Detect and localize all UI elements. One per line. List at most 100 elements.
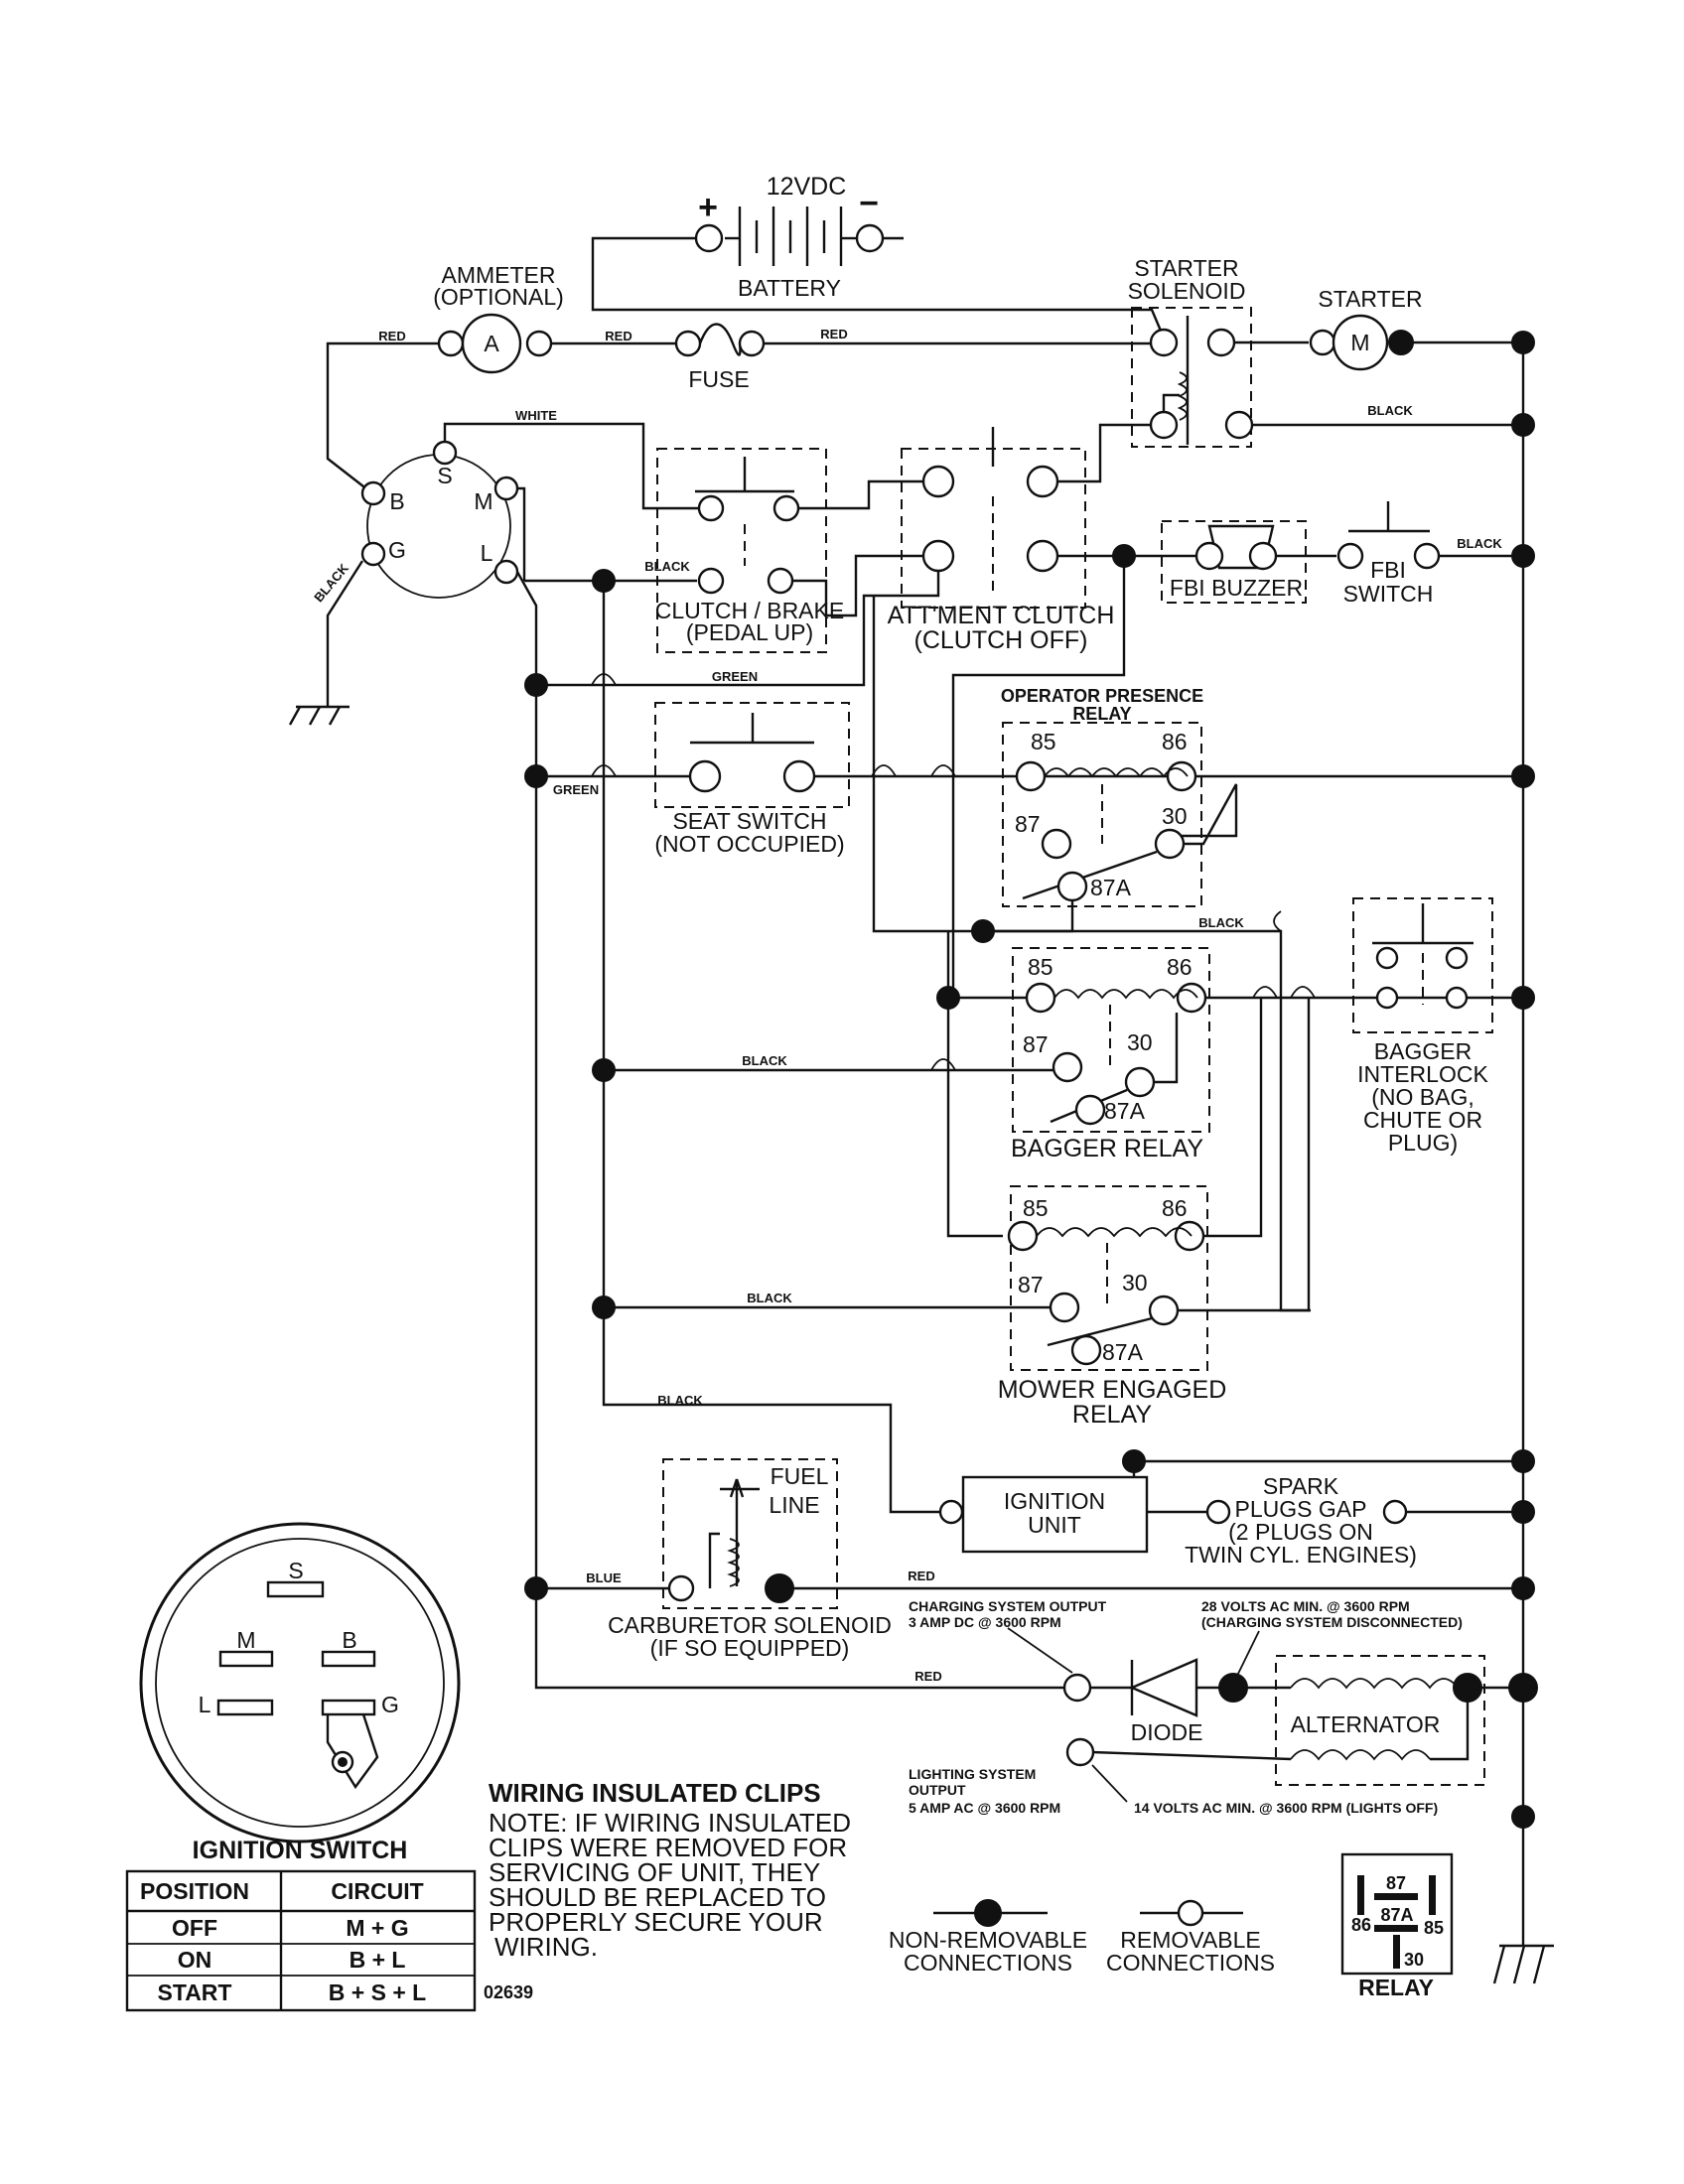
bagger-down-wire: [946, 998, 1003, 1238]
battery-plus-sign: +: [698, 189, 718, 226]
wire-label-black-g: BLACK: [311, 560, 351, 605]
legend-nonremovable-1: NON-REMOVABLE: [889, 1927, 1087, 1953]
switch-terminal-b: B: [389, 488, 404, 514]
table-cell-position: OFF: [172, 1915, 217, 1941]
attment-left-wire: [536, 571, 940, 687]
carb-label-2: (IF SO EQUIPPED): [650, 1635, 850, 1661]
bus-junction-4: [1511, 764, 1535, 788]
wire-label-red-3: RED: [820, 327, 847, 341]
table-cell-position: ON: [178, 1947, 212, 1973]
switch-g-black-wire: [326, 560, 364, 707]
interlock-line-5: PLUG): [1388, 1130, 1458, 1156]
starter-symbol: M: [1350, 330, 1369, 355]
bus-junction-2: [1511, 413, 1535, 437]
table-header-position: POSITION: [140, 1878, 249, 1904]
l-bus-junction-1: [524, 673, 548, 697]
ground-symbol-left: [288, 705, 350, 726]
carb-label-1: CARBURETOR SOLENOID: [608, 1612, 892, 1638]
note-line-3: SERVICING OF UNIT, THEY: [489, 1857, 820, 1887]
wire-label-black-bagger: BLACK: [742, 1053, 787, 1068]
opr-left-wire: [872, 596, 983, 933]
interlock-line-1: BAGGER: [1374, 1038, 1472, 1064]
relay-key-86: 86: [1351, 1915, 1371, 1935]
ammeter-title: AMMETER: [442, 262, 556, 288]
detail-terminal-l: L: [199, 1692, 211, 1717]
clutch-brake-switch: CLUTCH / BRAKE (PEDAL UP): [655, 448, 844, 653]
wire-label-green-1: GREEN: [712, 669, 758, 684]
ignition-switch-detail: S M B L G: [139, 1522, 461, 1843]
opr-t86: 86: [1162, 729, 1188, 754]
bagger-30-wire: [1154, 1013, 1179, 1084]
detail-terminal-m: M: [236, 1627, 255, 1653]
battery-voltage: 12VDC: [767, 173, 847, 201]
operator-presence-relay: OPERATOR PRESENCE RELAY 85 86 87 30 87A: [1001, 686, 1203, 907]
table-cell-circuit: B + S + L: [329, 1979, 426, 2005]
charging-terminal: [1062, 1673, 1092, 1703]
starter-label: STARTER: [1318, 286, 1422, 312]
opr-t87a: 87A: [1090, 875, 1132, 900]
fuel-line-label-1: FUEL: [771, 1463, 829, 1489]
wire-label-blue: BLUE: [586, 1570, 622, 1585]
switch-l-wire: [515, 571, 1072, 1690]
note-line-5: PROPERLY SECURE YOUR: [489, 1907, 823, 1937]
wire-label-black-solenoid: BLACK: [1367, 403, 1413, 418]
ignition-unit-label-2: UNIT: [1028, 1512, 1081, 1538]
lighting-output-1: LIGHTING SYSTEM: [909, 1766, 1036, 1782]
legend-removable-1: REMOVABLE: [1120, 1927, 1260, 1953]
alternator-return-wire: [1430, 1688, 1470, 1761]
mower-t87: 87: [1018, 1272, 1044, 1297]
bus-junction-8: [1511, 1576, 1535, 1600]
alternator: ALTERNATOR: [1275, 1655, 1485, 1786]
note-heading: WIRING INSULATED CLIPS: [489, 1778, 821, 1808]
wire-label-white: WHITE: [515, 408, 557, 423]
wire-label-red-carb: RED: [908, 1569, 934, 1583]
attachment-clutch-switch: ATT'MENT CLUTCH (CLUTCH OFF): [888, 427, 1115, 654]
switch-terminal-l: L: [481, 540, 493, 566]
note-line-2: CLIPS WERE REMOVED FOR: [489, 1833, 847, 1862]
starter-solenoid-line1: STARTER: [1134, 255, 1238, 281]
volts28-line1: 28 VOLTS AC MIN. @ 3600 RPM: [1201, 1598, 1410, 1614]
wire-label-black-mower: BLACK: [747, 1291, 792, 1305]
switch-terminal-m: M: [474, 488, 492, 514]
switch-terminal-g: G: [388, 537, 406, 563]
ignition-switch-table: POSITION CIRCUIT OFF M + G ON B + L STAR…: [125, 1869, 477, 2012]
spark-plug-terminal-2: [1382, 1499, 1408, 1525]
mower-t87a: 87A: [1102, 1339, 1144, 1365]
wiring-note: WIRING INSULATED CLIPS NOTE: IF WIRING I…: [484, 1778, 851, 2002]
opr-t85: 85: [1031, 729, 1056, 754]
ignition-unit-label-1: IGNITION: [1004, 1488, 1105, 1514]
l-bus-junction-3: [524, 1576, 548, 1600]
bagger-relay-label: BAGGER RELAY: [1011, 1135, 1203, 1162]
mower-t86: 86: [1162, 1195, 1188, 1221]
wire-label-red-1: RED: [378, 329, 405, 343]
switch-m-wire: [517, 486, 526, 581]
table-header-circuit: CIRCUIT: [331, 1878, 423, 1904]
attachment-clutch-label-1: ATT'MENT CLUTCH: [888, 602, 1115, 629]
starter-solenoid-line2: SOLENOID: [1128, 278, 1246, 304]
spark-line-2: PLUGS GAP: [1235, 1496, 1367, 1522]
bus-junction-9: [1508, 1673, 1538, 1703]
ammeter-symbol: A: [484, 331, 499, 356]
fbi-switch-label-2: SWITCH: [1343, 581, 1434, 607]
seat-switch-label-2: (NOT OCCUPIED): [654, 831, 844, 857]
bus-junction-6: [1511, 1500, 1535, 1524]
diode-junction: [1218, 1673, 1248, 1703]
diagram-code: 02639: [484, 1982, 533, 2002]
relay-key-87a: 87A: [1380, 1905, 1413, 1925]
bagger-t30: 30: [1127, 1029, 1153, 1055]
spark-line-4: TWIN CYL. ENGINES): [1185, 1542, 1417, 1568]
legend-nonremovable-2: CONNECTIONS: [904, 1950, 1072, 1976]
clutch-brake-label-1: CLUTCH / BRAKE: [655, 598, 844, 623]
spark-plug-terminal-1: [1205, 1499, 1231, 1525]
battery-label: BATTERY: [738, 275, 841, 301]
fuse-label: FUSE: [688, 366, 749, 392]
seat-switch: SEAT SWITCH (NOT OCCUPIED): [654, 702, 850, 857]
bus-junction-5: [1511, 986, 1535, 1010]
interlock-line-4: CHUTE OR: [1363, 1107, 1482, 1133]
opr-30-wire: [1182, 783, 1238, 846]
detail-terminal-s: S: [288, 1558, 303, 1583]
switch-s-white-wire: [443, 422, 711, 510]
detail-terminal-b: B: [342, 1627, 356, 1653]
starter-solenoid: STARTER SOLENOID: [1128, 255, 1254, 448]
lighting-output-3: 5 AMP AC @ 3600 RPM: [909, 1800, 1060, 1816]
